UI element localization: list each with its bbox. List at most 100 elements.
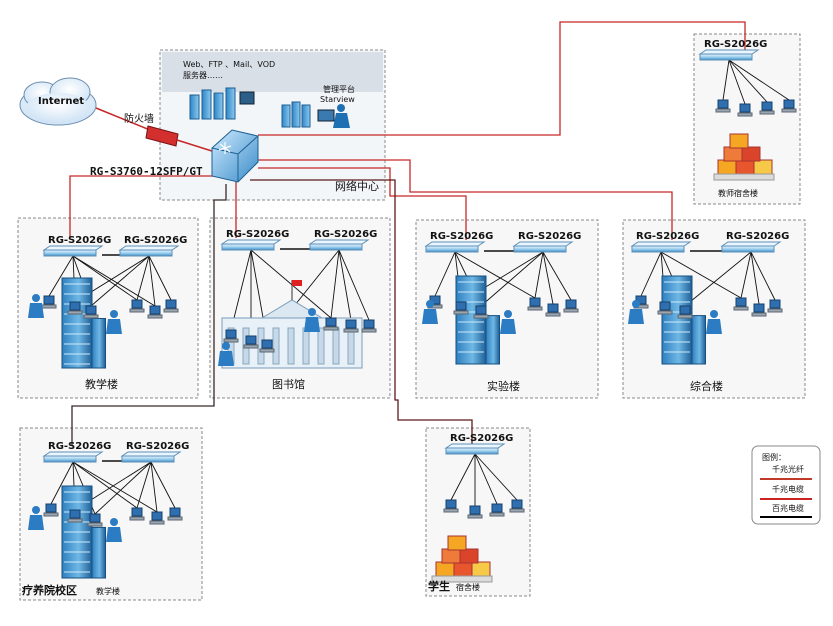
core-switch-label: RG-S3760-12SFP/GT (90, 165, 203, 178)
mgmt-label-line1: 管理平台 (323, 84, 355, 94)
pc-icon (563, 299, 579, 313)
access-switch-label: RG-S2026G (48, 235, 111, 246)
pc-icon (509, 499, 525, 513)
pc-icon (489, 503, 505, 517)
access-switch-icon: RG-S2026G (424, 231, 493, 253)
access-switch-label: RG-S2026G (704, 39, 767, 50)
management-platform: 管理平台 Starview (281, 84, 355, 128)
group-student-dorm: RG-S2026G (431, 433, 525, 583)
drop-cables (450, 453, 518, 506)
drop-cables (722, 59, 790, 105)
pc-icon (715, 99, 731, 113)
servers-label-line1: Web、FTP 、Mail、VOD (183, 60, 275, 69)
pc-icon (453, 301, 469, 315)
access-switch-icon: RG-S2026G (118, 235, 187, 257)
servers-label-line2: 服务器…… (183, 70, 223, 80)
access-switch-label: RG-S2026G (726, 231, 789, 242)
user-person-icon (500, 310, 516, 334)
label-teacher-dorm: 教师宿舍楼 (718, 188, 758, 198)
pc-icon (527, 297, 543, 311)
group-library: RG-S2026G RG-S2026G (218, 229, 377, 369)
office-tower-icon (661, 275, 706, 365)
user-person-icon (28, 294, 44, 318)
pc-icon (677, 305, 693, 319)
firewall-icon: 防火墙 (95, 107, 216, 153)
access-switch-label: RG-S2026G (124, 235, 187, 246)
access-switch-label: RG-S2026G (430, 231, 493, 242)
mgmt-label-line2: Starview (320, 95, 355, 104)
pc-icon (767, 299, 783, 313)
label-student-dorm-b: 宿舍楼 (456, 582, 480, 592)
user-person-icon (706, 310, 722, 334)
pc-icon (657, 301, 673, 315)
office-tower-icon (61, 277, 106, 369)
network-center-label: 网络中心 (335, 179, 379, 193)
label-sanatorium-b: 教学楼 (96, 586, 120, 596)
pc-icon (443, 499, 459, 513)
access-switch-label: RG-S2026G (226, 229, 289, 240)
access-switch-icon: RG-S2026G (220, 229, 289, 251)
pc-icon (223, 329, 239, 343)
user-person-icon (422, 300, 438, 324)
pc-icon (759, 101, 775, 115)
legend-gig-label: 千兆电缆 (772, 484, 804, 494)
access-switch-label: RG-S2026G (636, 231, 699, 242)
pc-icon (129, 507, 145, 521)
access-switch-icon: RG-S2026G (120, 441, 189, 463)
pc-icon (259, 339, 275, 353)
label-teaching: 教学楼 (85, 377, 118, 391)
internet-label: Internet (38, 96, 84, 107)
group-general: RG-S2026G RG-S2026G (628, 231, 789, 365)
legend-fast-label: 百兆电缆 (772, 503, 804, 513)
pc-icon (67, 509, 83, 523)
access-switch-icon: RG-S2026G (42, 441, 111, 463)
label-general: 综合楼 (690, 379, 723, 393)
user-person-icon (628, 300, 644, 324)
core-switch-icon: RG-S3760-12SFP/GT (90, 129, 259, 183)
group-teaching: RG-S2026G RG-S2026G (28, 235, 187, 369)
pc-icon (323, 317, 339, 331)
pc-icon (163, 299, 179, 313)
uplink-cables (69, 21, 746, 446)
pc-icon (473, 305, 489, 319)
pc-icon (43, 503, 59, 517)
firewall-label: 防火墙 (124, 112, 154, 125)
pc-icon (83, 305, 99, 319)
pc-icon (87, 513, 103, 527)
legend: 图例： 千兆光纤 千兆电缆 百兆电缆 (751, 445, 821, 525)
user-person-icon (218, 342, 234, 366)
access-switch-icon: RG-S2026G (42, 235, 111, 257)
user-person-icon (304, 308, 320, 332)
pc-icon (733, 297, 749, 311)
access-switch-label: RG-S2026G (126, 441, 189, 452)
group-sanatorium: RG-S2026G RG-S2026G (28, 441, 189, 579)
pc-icon (129, 299, 145, 313)
group-lab: RG-S2026G RG-S2026G (422, 231, 581, 365)
pc-icon (467, 505, 483, 519)
label-library: 图书馆 (272, 377, 305, 391)
pc-icon (147, 305, 163, 319)
pc-icon (149, 511, 165, 525)
pc-icon (781, 99, 797, 113)
access-switch-icon: RG-S2026G (720, 231, 789, 253)
access-switch-icon: RG-S2026G (444, 433, 513, 455)
access-switch-label: RG-S2026G (314, 229, 377, 240)
user-person-icon (106, 310, 122, 334)
office-tower-icon (455, 275, 500, 365)
access-switch-icon: RG-S2026G (512, 231, 581, 253)
group-teacher-dorm: RG-S2026G (698, 39, 797, 181)
label-sanatorium-a: 疗养院校区 (22, 583, 77, 597)
internet-cloud-icon: Internet (19, 77, 97, 126)
access-switch-label: RG-S2026G (48, 441, 111, 452)
pc-icon (67, 301, 83, 315)
server-icons (189, 87, 255, 120)
dorm-building-icon (713, 133, 775, 181)
label-lab: 实验楼 (487, 379, 520, 393)
access-switch-label: RG-S2026G (450, 433, 513, 444)
admin-person-icon (337, 104, 345, 112)
pc-icon (751, 303, 767, 317)
pc-icon (361, 319, 377, 333)
access-switch-icon: RG-S2026G (630, 231, 699, 253)
